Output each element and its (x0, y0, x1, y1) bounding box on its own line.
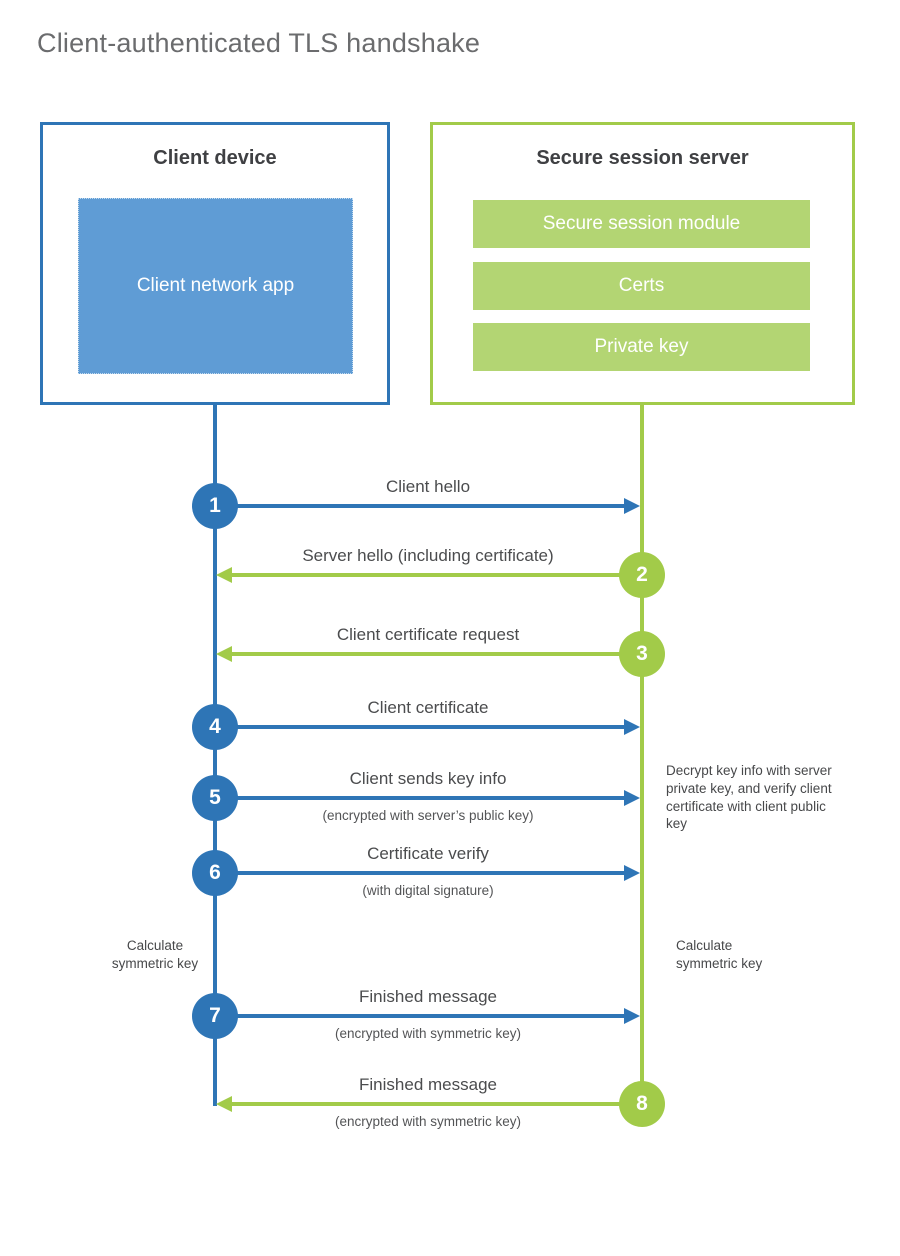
step-7-sublabel: (encrypted with symmetric key) (334, 1026, 522, 1041)
client-device-title: Client device (153, 147, 277, 169)
client-device-box: Client device Client network app (40, 122, 390, 405)
arrowhead-left-icon (216, 1096, 232, 1112)
arrowhead-left-icon (216, 646, 232, 662)
step-2-arrow (232, 573, 642, 577)
arrowhead-right-icon (624, 498, 640, 514)
secure-session-server-title: Secure session server (536, 147, 749, 169)
page-title: Client-authenticated TLS handshake (37, 28, 481, 58)
step-7-label: Finished message (359, 987, 497, 1006)
step-4-arrow (215, 725, 624, 729)
client-lifeline (213, 405, 217, 1106)
arrowhead-right-icon (624, 790, 640, 806)
step-8-label: Finished message (359, 1075, 497, 1094)
calculate-symmetric-key-note-left: Calculate symmetric key (111, 938, 199, 971)
server-module-secure-session: Secure session module (473, 200, 810, 248)
arrowhead-right-icon (624, 865, 640, 881)
client-network-app-label: Client network app (136, 275, 295, 297)
step-3-label: Client certificate request (336, 625, 520, 644)
step-8-arrow (232, 1102, 642, 1106)
step-7-arrow (215, 1014, 624, 1018)
secure-session-server-box: Secure session server Secure session mod… (430, 122, 855, 405)
step-2-circle: 2 (619, 552, 665, 598)
step-5-sublabel: (encrypted with server’s public key) (322, 808, 534, 823)
server-module-certs: Certs (473, 262, 810, 310)
step-5-arrow (215, 796, 624, 800)
step-1-label: Client hello (385, 477, 471, 496)
arrowhead-right-icon (624, 1008, 640, 1024)
step-1-circle: 1 (192, 483, 238, 529)
step-4-label: Client certificate (367, 698, 489, 717)
step-2-label: Server hello (including certificate) (302, 546, 554, 565)
client-network-app-box: Client network app (78, 198, 353, 374)
step-6-circle: 6 (192, 850, 238, 896)
step-5-circle: 5 (192, 775, 238, 821)
step-6-sublabel: (with digital signature) (362, 883, 494, 898)
arrowhead-left-icon (216, 567, 232, 583)
calculate-symmetric-key-note-right: Calculate symmetric key (676, 938, 763, 971)
step-7-circle: 7 (192, 993, 238, 1039)
step-6-label: Certificate verify (367, 844, 489, 863)
decrypt-key-info-note: Decrypt key info with server private key… (666, 763, 832, 832)
server-module-private-key: Private key (473, 323, 810, 371)
step-8-circle: 8 (619, 1081, 665, 1127)
step-1-arrow (215, 504, 624, 508)
arrowhead-right-icon (624, 719, 640, 735)
server-lifeline (640, 405, 644, 1106)
step-3-circle: 3 (619, 631, 665, 677)
step-3-arrow (232, 652, 642, 656)
step-8-sublabel: (encrypted with symmetric key) (334, 1114, 522, 1129)
step-5-label: Client sends key info (349, 769, 507, 788)
step-4-circle: 4 (192, 704, 238, 750)
step-6-arrow (215, 871, 624, 875)
